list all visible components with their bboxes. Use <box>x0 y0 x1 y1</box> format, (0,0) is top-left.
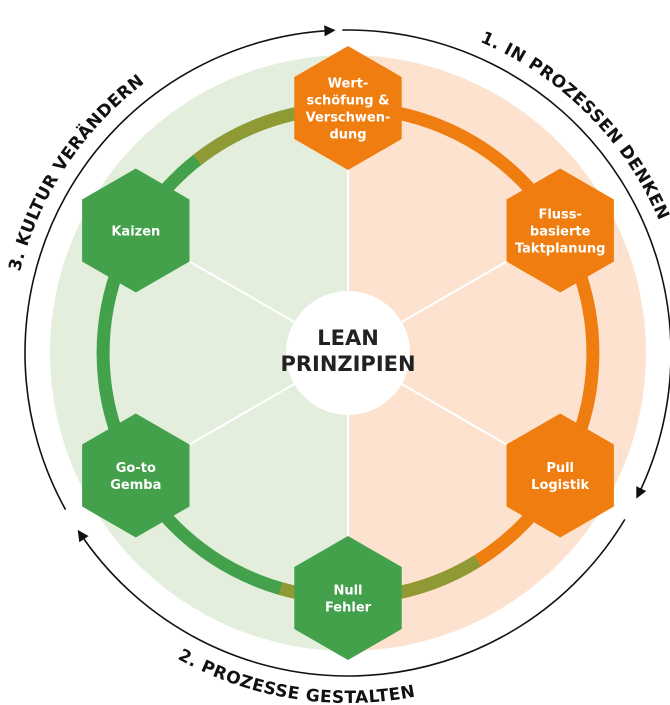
principle-node-6: Kaizen <box>82 168 190 293</box>
center-title-line1: LEAN <box>317 326 379 350</box>
principle-label-line: Null <box>333 584 362 599</box>
hexagon-shape <box>506 168 614 293</box>
phase-arc-3 <box>24 25 336 510</box>
principle-label-line: Verschwen- <box>306 111 391 126</box>
principle-hexagons: Wert-schöfung & Verschwen-dungFluss-basie… <box>82 46 614 660</box>
principle-label-line: Fehler <box>325 601 372 616</box>
hexagon-shape <box>506 413 614 538</box>
principle-label-line: Go-to <box>116 461 156 476</box>
phase-arc-1 <box>342 29 670 499</box>
hexagon-shape <box>82 168 190 293</box>
center-title-line2: PRINZIPIEN <box>280 352 415 376</box>
principle-label-line: Kaizen <box>111 225 160 240</box>
principle-label-line: Taktplanung <box>515 242 605 257</box>
phase-arc-2 <box>77 518 626 677</box>
principle-label-line: schöfung & <box>307 94 390 109</box>
principle-node-1: Wert-schöfung & Verschwen-dung <box>294 46 402 170</box>
center-hub: LEAN PRINZIPIEN <box>280 291 416 415</box>
hexagon-shape <box>294 536 402 660</box>
hexagon-shape <box>82 413 190 538</box>
principle-label-line: basierte <box>530 225 591 240</box>
principle-label-line: dung <box>329 128 366 143</box>
principle-label-line: Logistik <box>531 478 589 493</box>
phase-arcs <box>24 25 670 677</box>
principle-label-line: Pull <box>546 461 574 476</box>
principle-label-line: Gemba <box>110 478 161 493</box>
principle-label-line: Wert- <box>328 77 369 92</box>
principle-label-line: Fluss- <box>538 208 581 223</box>
center-circle <box>286 291 410 415</box>
hexagon-shape <box>294 46 402 170</box>
